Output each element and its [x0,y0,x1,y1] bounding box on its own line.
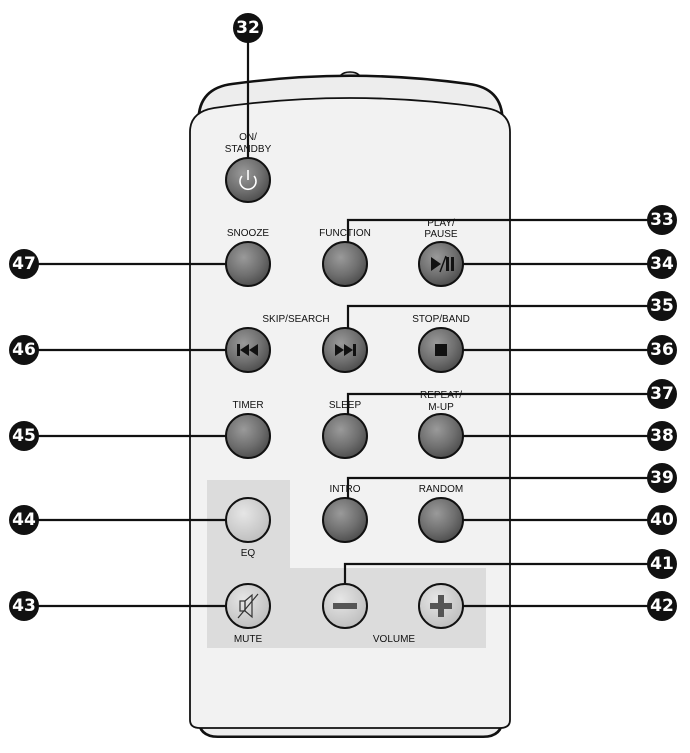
callout-44: 44 [12,510,36,530]
power-icon [239,170,257,191]
timer-button[interactable] [225,413,271,459]
callout-33-circle [647,205,677,235]
label-function: FUNCTION [319,228,371,239]
callout-34-circle [647,249,677,279]
label-on: ON/ [239,132,257,143]
callout-42-circle [647,591,677,621]
intro-button[interactable] [322,497,368,543]
snooze-button[interactable] [225,241,271,287]
callout-37: 37 [650,384,674,404]
callout-45-circle [9,421,39,451]
callout-39-circle [647,463,677,493]
label-repeat: REPEAT/ [420,390,462,401]
callout-36-circle [647,335,677,365]
label-snooze: SNOOZE [227,228,270,239]
callout-44-circle [9,505,39,535]
callout-43: 43 [12,596,36,616]
label-eq: EQ [241,548,256,559]
callout-33: 33 [650,210,674,230]
button-labels: ON/ STANDBY SNOOZE FUNCTION PLAY/ PAUSE … [225,132,470,645]
callout-38-circle [647,421,677,451]
callouts: 32 33 34 35 36 37 38 39 40 41 42 43 44 4… [9,13,677,621]
skip-back-icon [237,344,258,356]
label-skip-search: SKIP/SEARCH [262,314,329,325]
eq-button[interactable] [225,497,271,543]
label-sleep: SLEEP [329,400,362,411]
label-volume: VOLUME [373,634,416,645]
callout-46-circle [9,335,39,365]
callout-39: 39 [650,468,674,488]
label-play: PLAY/ [427,218,455,229]
mute-speaker-icon [237,593,259,619]
stop-icon [435,344,447,356]
repeat-mup-button[interactable] [418,413,464,459]
callout-38: 38 [650,426,674,446]
callout-36: 36 [650,340,674,360]
callout-32: 32 [236,18,260,38]
callout-47: 47 [12,254,36,274]
minus-icon [333,603,357,609]
callout-32-circle [233,13,263,43]
callout-34: 34 [650,254,674,274]
button-glyphs [237,170,454,619]
label-stop-band: STOP/BAND [412,314,470,325]
label-pause: PAUSE [424,229,457,240]
callout-41: 41 [650,554,674,574]
skip-forward-icon [335,344,356,356]
callout-40: 40 [650,510,674,530]
sleep-button[interactable] [322,413,368,459]
label-standby: STANDBY [225,144,272,155]
callout-46: 46 [12,340,36,360]
label-intro: INTRO [329,484,360,495]
random-button[interactable] [418,497,464,543]
callout-47-circle [9,249,39,279]
callout-40-circle [647,505,677,535]
callout-45: 45 [12,426,36,446]
label-random: RANDOM [419,484,463,495]
function-button[interactable] [322,241,368,287]
volume-zone [207,480,486,648]
callout-35: 35 [650,296,674,316]
label-timer: TIMER [232,400,263,411]
callout-35-circle [647,291,677,321]
label-mup: M-UP [428,402,454,413]
callout-43-circle [9,591,39,621]
callout-41-circle [647,549,677,579]
plus-icon [430,595,452,617]
label-mute: MUTE [234,634,263,645]
callout-37-circle [647,379,677,409]
callout-42: 42 [650,596,674,616]
play-pause-icon [431,255,454,273]
